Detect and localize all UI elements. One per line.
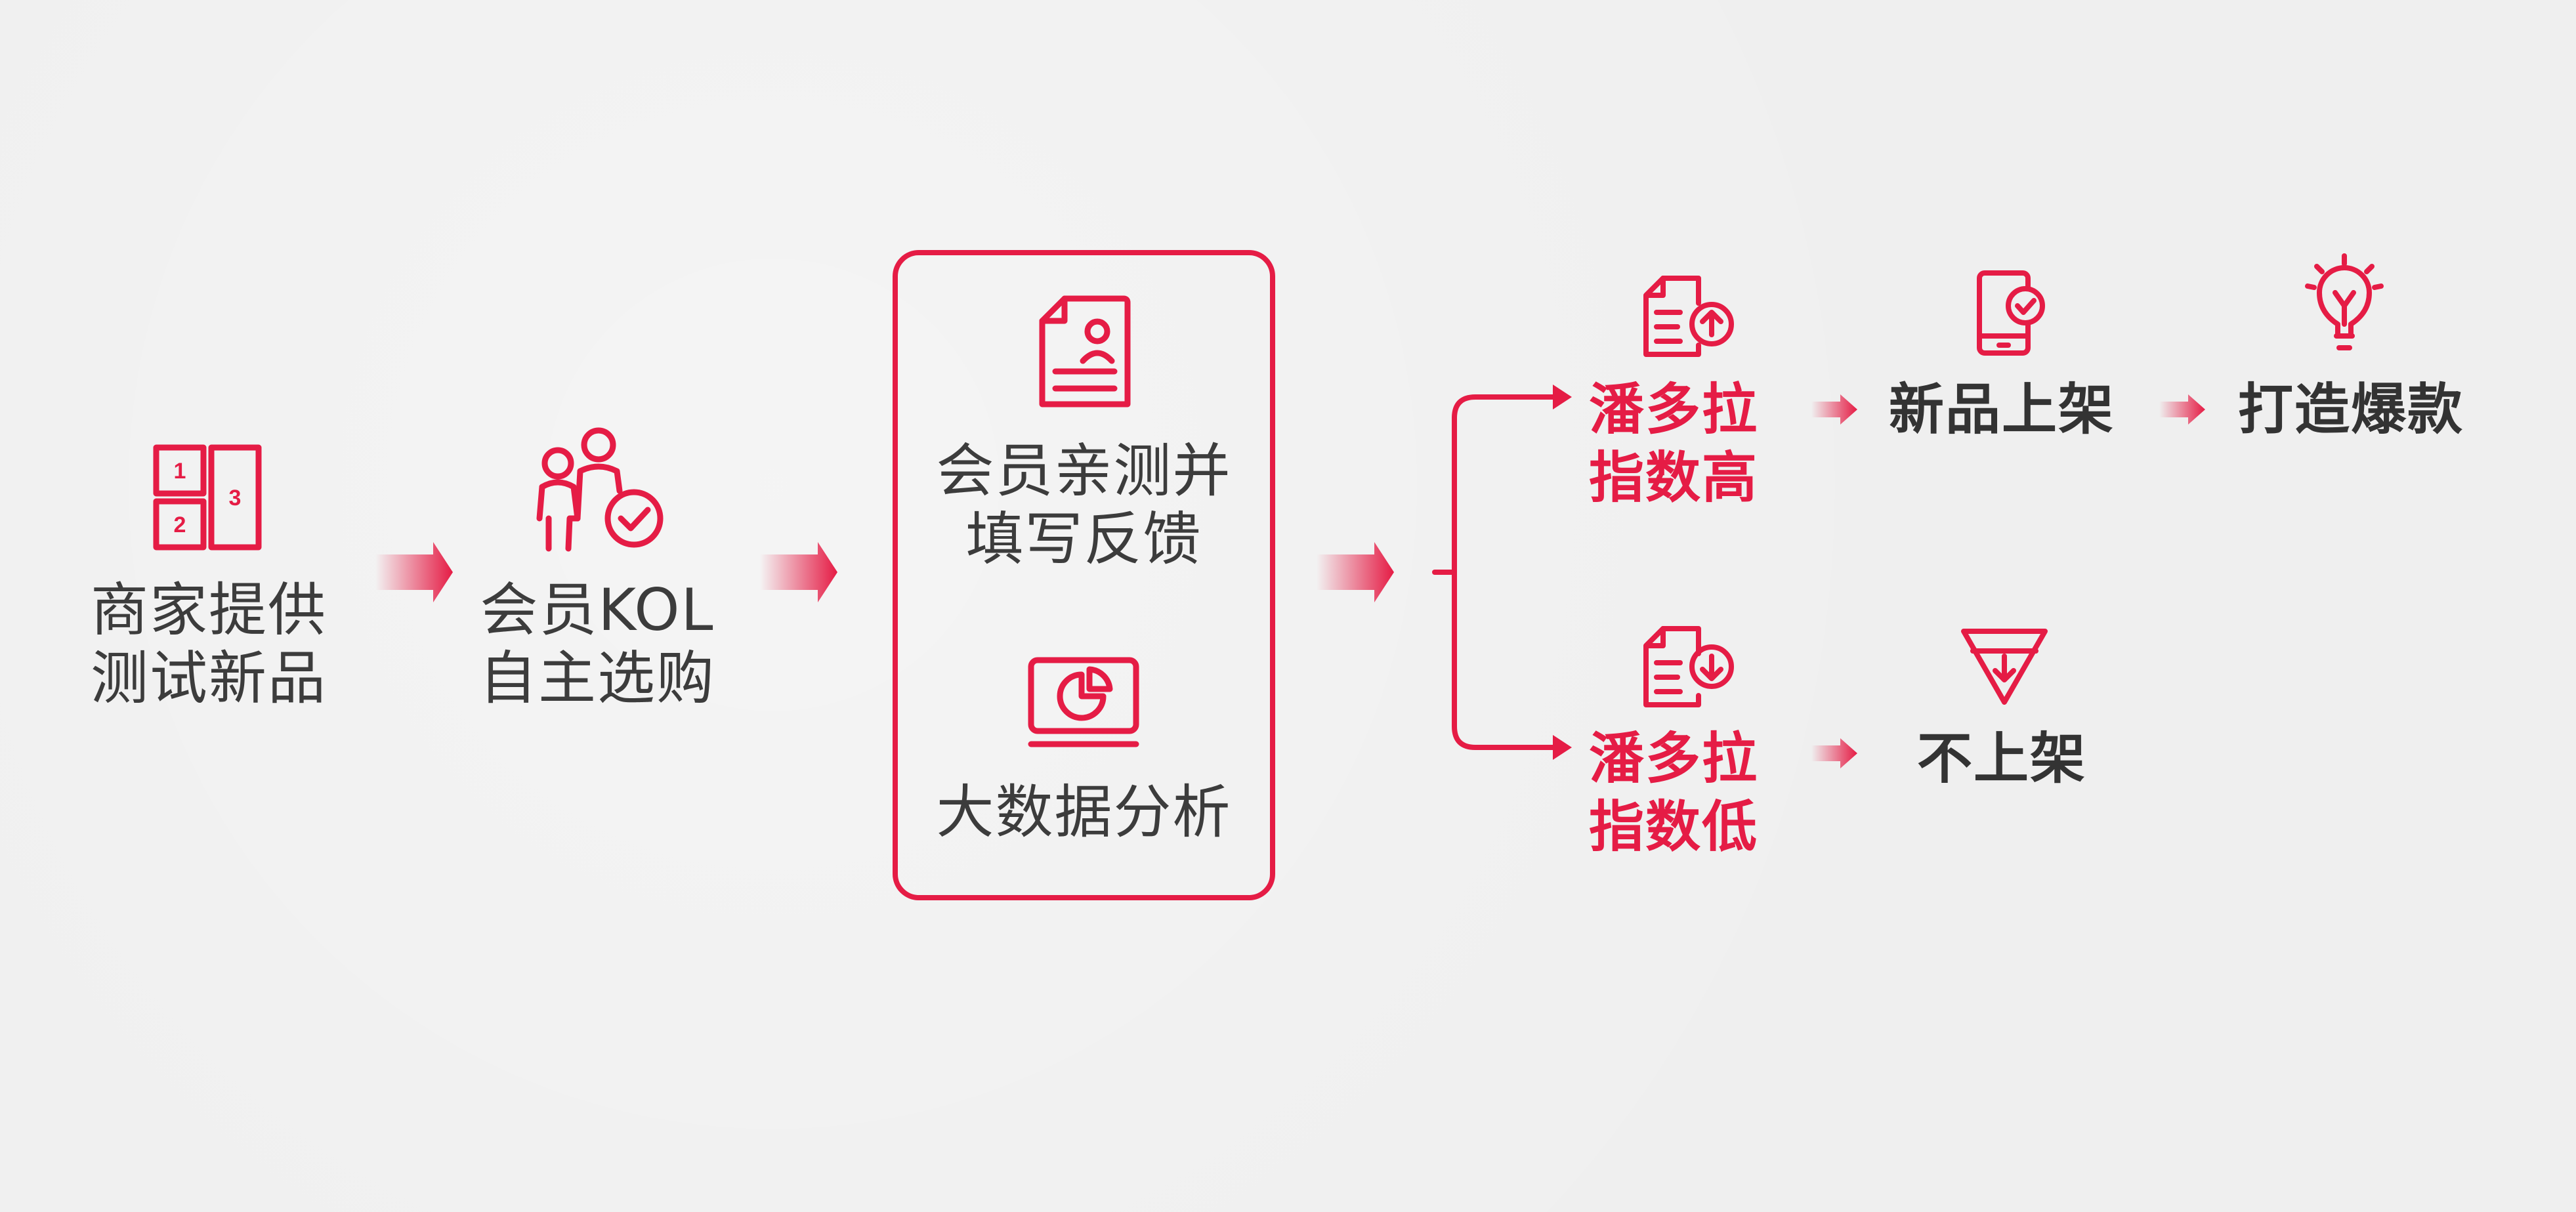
index-high-label: 潘多拉 指数高 — [1588, 377, 1758, 510]
numbered-grid-icon — [153, 444, 262, 551]
lightbulb-icon — [2305, 253, 2384, 350]
flow-arrow-1 — [375, 542, 453, 602]
branch-connector — [1432, 394, 1557, 750]
hit-product-label: 打造爆款 — [2237, 377, 2464, 442]
member-step-label: 会员KOL 自主选购 — [478, 576, 715, 712]
flow-arrow-high-1 — [1811, 394, 1857, 425]
grid-number-1: 1 — [174, 459, 186, 484]
grid-number-2: 2 — [174, 512, 186, 537]
branch-arrowhead-high — [1553, 385, 1572, 409]
members-check-icon — [536, 427, 664, 552]
index-low-label: 潘多拉 指数低 — [1588, 726, 1758, 859]
funnel-down-icon — [1961, 629, 2048, 705]
flow-arrow-2 — [760, 542, 837, 602]
no-launch-label: 不上架 — [1916, 726, 2086, 791]
evaluation-box — [893, 250, 1275, 900]
merchant-step-label: 商家提供 测试新品 — [90, 576, 327, 712]
phone-check-icon — [1977, 270, 2045, 356]
launch-product-label: 新品上架 — [1888, 377, 2115, 442]
member-test-label: 会员亲测并 填写反馈 — [936, 437, 1232, 573]
document-arrow-up-icon — [1643, 276, 1734, 357]
document-user-icon — [1039, 295, 1131, 407]
flow-arrow-low-1 — [1811, 738, 1857, 768]
grid-number-3: 3 — [229, 486, 242, 511]
big-data-analysis-label: 大数据分析 — [936, 778, 1232, 846]
branch-arrowhead-low — [1553, 735, 1572, 760]
flow-arrow-high-2 — [2159, 394, 2205, 425]
monitor-pie-chart-icon — [1028, 657, 1139, 747]
document-arrow-down-icon — [1643, 626, 1734, 707]
flow-arrow-3 — [1317, 542, 1394, 602]
